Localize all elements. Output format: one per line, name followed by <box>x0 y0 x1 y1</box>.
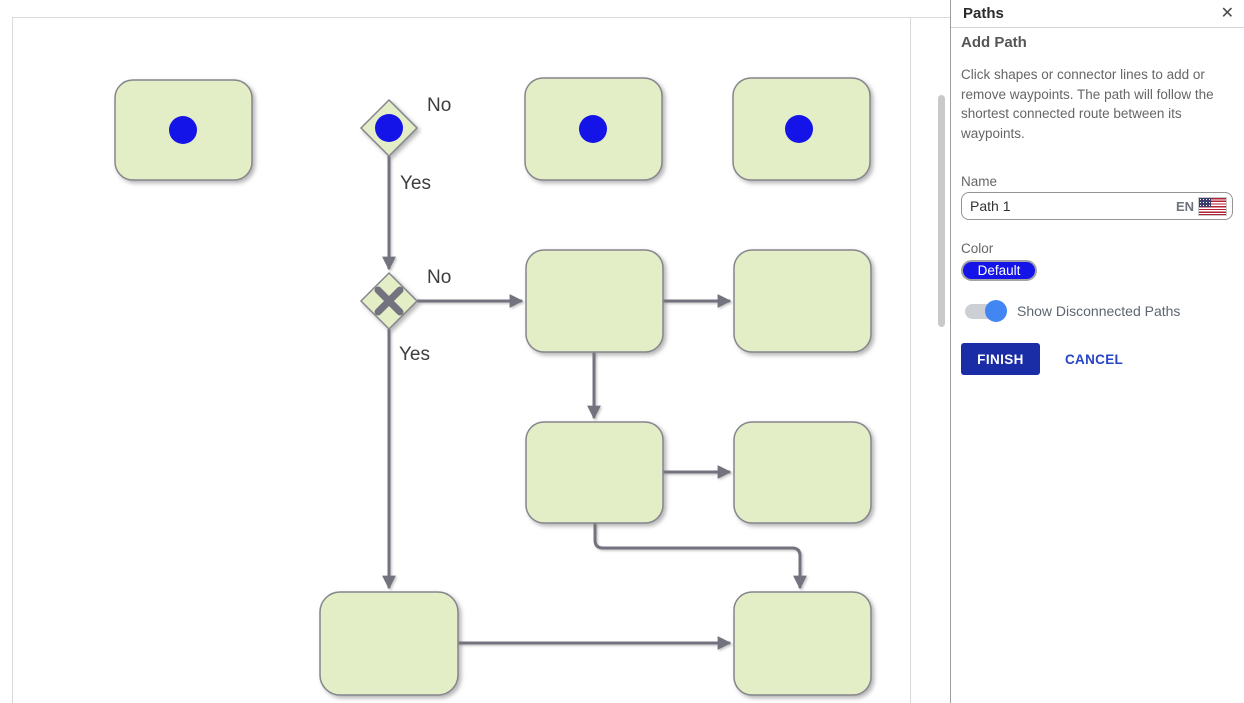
toggle-label: Show Disconnected Paths <box>1017 303 1181 319</box>
close-icon[interactable]: ✕ <box>1220 4 1234 22</box>
toggle-row: Show Disconnected Paths <box>961 300 1232 322</box>
button-row: FINISH CANCEL <box>961 343 1232 375</box>
cancel-button[interactable]: CANCEL <box>1065 351 1124 367</box>
waypoint-marker-2[interactable] <box>375 114 403 142</box>
diagram-canvas[interactable]: No Yes No Yes <box>12 17 910 703</box>
finish-button[interactable]: FINISH <box>961 343 1040 375</box>
process-shape-8[interactable] <box>319 591 459 696</box>
panel-description: Click shapes or connector lines to add o… <box>961 67 1214 141</box>
process-shape-7[interactable] <box>733 421 872 524</box>
panel-title: Paths <box>963 5 1004 22</box>
us-flag-icon[interactable] <box>1198 196 1227 216</box>
process-shape-5[interactable] <box>733 249 872 353</box>
waypoint-marker-1[interactable] <box>169 116 197 144</box>
paths-panel: Paths ✕ Add Path Click shapes or connect… <box>950 0 1244 703</box>
branch-label-no-1: No <box>427 95 451 116</box>
canvas-border-left <box>12 17 13 703</box>
language-code[interactable]: EN <box>1175 198 1194 214</box>
process-shape-9[interactable] <box>733 591 872 696</box>
section-title: Add Path <box>961 34 1027 51</box>
canvas-border-right <box>910 17 911 703</box>
panel-body: Add Path Click shapes or connector lines… <box>951 28 1244 375</box>
branch-label-yes-1: Yes <box>400 173 431 194</box>
panel-header: Paths ✕ <box>951 0 1244 28</box>
branch-label-no-2: No <box>427 267 451 288</box>
branch-label-yes-2: Yes <box>399 344 430 365</box>
waypoint-marker-4[interactable] <box>785 115 813 143</box>
toggle-knob-icon[interactable] <box>985 300 1007 322</box>
connector-row3-bottom[interactable] <box>593 523 807 590</box>
name-input[interactable] <box>970 198 1176 214</box>
vertical-scrollbar-thumb[interactable] <box>938 95 945 327</box>
name-label: Name <box>961 174 998 189</box>
name-input-wrap: EN <box>961 192 1233 220</box>
waypoint-marker-3[interactable] <box>579 115 607 143</box>
color-label: Color <box>961 241 994 256</box>
process-shape-6[interactable] <box>525 421 664 524</box>
color-default-chip[interactable]: Default <box>961 260 1037 281</box>
xor-gateway-icon <box>374 286 404 316</box>
canvas-border-top <box>12 17 950 18</box>
show-disconnected-toggle[interactable] <box>965 300 1007 322</box>
process-shape-4[interactable] <box>525 249 664 353</box>
